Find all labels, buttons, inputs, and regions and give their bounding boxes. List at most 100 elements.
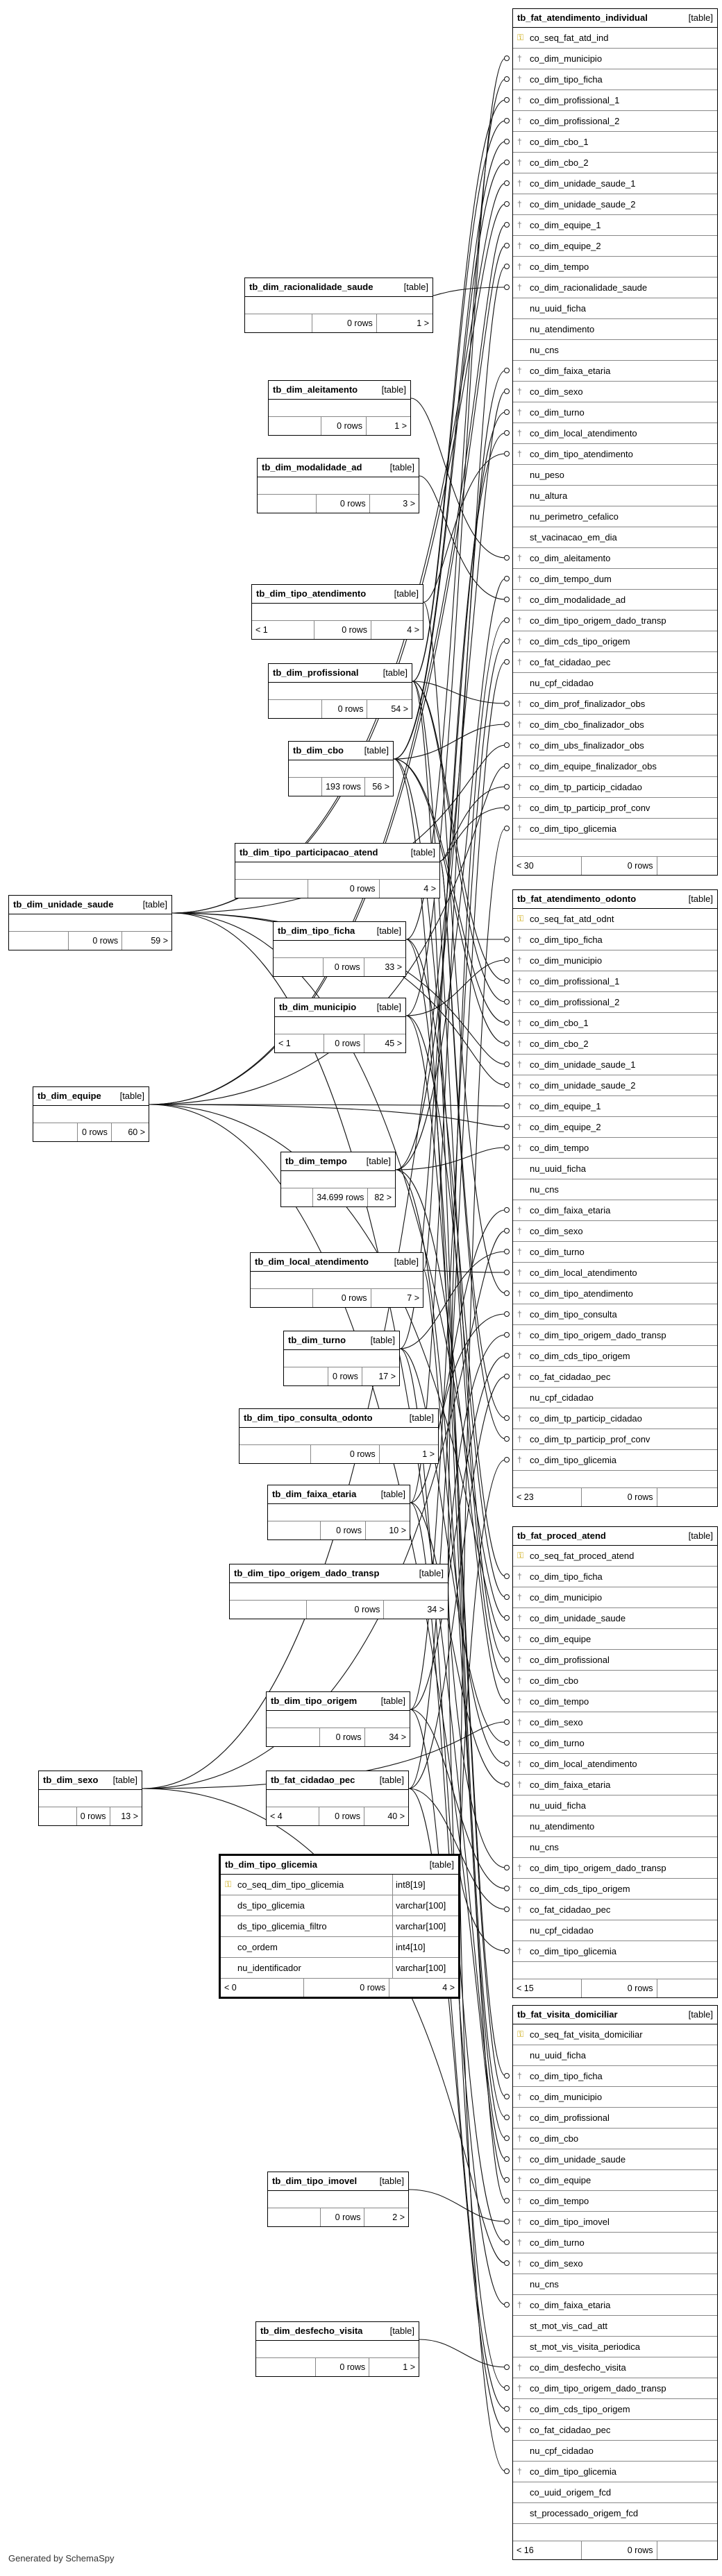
column-row[interactable]: †co_dim_cds_tipo_origem [513,631,717,652]
column-row[interactable]: nu_altura [513,486,717,506]
column-row[interactable]: nu_cpf_cidadao [513,2441,717,2462]
column-row[interactable]: †co_dim_equipe_finalizador_obs [513,756,717,777]
column-row[interactable]: †co_fat_cidadao_pec [513,1900,717,1920]
column-row[interactable]: †co_dim_turno [513,2233,717,2253]
column-row[interactable]: †co_dim_equipe [513,1629,717,1650]
column-row[interactable]: †co_dim_cbo_1 [513,1013,717,1034]
column-row[interactable]: nu_uuid_ficha [513,1795,717,1816]
table-tb-dim-tipo-consulta-odonto[interactable]: tb_dim_tipo_consulta_odonto[table]0 rows… [239,1408,439,1464]
column-row[interactable]: †co_dim_racionalidade_saude [513,278,717,298]
column-row[interactable]: †co_dim_cbo_2 [513,1034,717,1055]
column-row[interactable]: †co_dim_profissional_1 [513,971,717,992]
column-row[interactable]: nu_cpf_cidadao [513,673,717,694]
column-row[interactable]: †co_dim_local_atendimento [513,423,717,444]
column-row[interactable]: †co_dim_tipo_origem_dado_transp [513,2378,717,2399]
column-row[interactable]: †co_dim_tempo [513,1691,717,1712]
column-row[interactable]: nu_atendimento [513,1816,717,1837]
column-row[interactable]: †co_dim_tempo [513,1138,717,1159]
column-row[interactable]: †co_dim_tp_particip_prof_conv [513,1429,717,1450]
column-row[interactable]: †co_dim_equipe_1 [513,215,717,236]
table-tb-fat-proced-atend[interactable]: tb_fat_proced_atend[table] ⚿co_seq_fat_p… [512,1526,718,1998]
column-row[interactable]: †co_dim_tipo_glicemia [513,2462,717,2482]
column-row[interactable]: †co_dim_equipe [513,2170,717,2191]
column-row[interactable]: nu_cns [513,1179,717,1200]
column-row[interactable]: nu_cns [513,1837,717,1858]
column-row[interactable]: †co_dim_modalidade_ad [513,590,717,611]
column-row[interactable]: nu_uuid_ficha [513,1159,717,1179]
column-row[interactable]: †co_dim_unidade_saude_2 [513,194,717,215]
column-row[interactable]: †co_fat_cidadao_pec [513,1367,717,1388]
column-row[interactable]: †co_dim_local_atendimento [513,1263,717,1283]
table-tb-fat-atendimento-individual[interactable]: tb_fat_atendimento_individual[table] ⚿co… [512,8,718,876]
column-row[interactable]: ⚿co_seq_fat_visita_domiciliar [513,2024,717,2045]
column-row[interactable]: †co_dim_municipio [513,49,717,69]
column-row[interactable]: †co_dim_tipo_atendimento [513,1283,717,1304]
column-row[interactable]: st_mot_vis_cad_att [513,2316,717,2337]
column-row[interactable]: †co_dim_tipo_imovel [513,2212,717,2233]
table-tb-dim-tipo-glicemia[interactable]: tb_dim_tipo_glicemia[table] ⚿co_seq_dim_… [219,1854,460,1999]
column-row[interactable]: †co_dim_cds_tipo_origem [513,1346,717,1367]
column-row[interactable]: †co_dim_faixa_etaria [513,1200,717,1221]
column-row[interactable]: †co_dim_equipe_2 [513,236,717,257]
column-row[interactable]: †co_fat_cidadao_pec [513,652,717,673]
column-row[interactable]: nu_atendimento [513,319,717,340]
column-row[interactable]: †co_dim_unidade_saude_2 [513,1075,717,1096]
column-row[interactable]: †co_dim_tipo_ficha [513,930,717,950]
column-row[interactable]: ⚿co_seq_fat_atd_odnt [513,909,717,930]
table-tb-dim-tipo-participacao-atend[interactable]: tb_dim_tipo_participacao_atend[table]0 r… [235,843,440,898]
column-row[interactable]: †co_dim_turno [513,1733,717,1754]
column-row[interactable]: †co_dim_tempo [513,2191,717,2212]
column-row[interactable]: †co_dim_cds_tipo_origem [513,2399,717,2420]
table-tb-fat-visita-domiciliar[interactable]: tb_fat_visita_domiciliar[table] ⚿co_seq_… [512,2005,718,2560]
column-row[interactable]: co_uuid_origem_fcd [513,2482,717,2503]
column-row[interactable]: nu_cns [513,340,717,361]
column-row[interactable]: ⚿co_seq_fat_proced_atend [513,1546,717,1567]
table-tb-dim-tipo-origem-dado-transp[interactable]: tb_dim_tipo_origem_dado_transp[table]0 r… [229,1564,448,1619]
column-row[interactable]: st_mot_vis_visita_periodica [513,2337,717,2357]
column-row[interactable]: st_processado_origem_fcd [513,2503,717,2524]
column-row[interactable]: †co_dim_tp_particip_cidadao [513,777,717,798]
column-row[interactable]: nu_uuid_ficha [513,298,717,319]
column-row[interactable]: †co_dim_local_atendimento [513,1754,717,1775]
column-row[interactable]: †co_dim_faixa_etaria [513,2295,717,2316]
column-row[interactable]: †co_dim_turno [513,402,717,423]
column-row[interactable]: st_vacinacao_em_dia [513,527,717,548]
column-row[interactable]: †co_dim_tipo_ficha [513,2066,717,2087]
column-row[interactable]: †co_dim_profissional [513,2108,717,2129]
column-row[interactable]: †co_dim_desfecho_visita [513,2357,717,2378]
table-tb-fat-atendimento-odonto[interactable]: tb_fat_atendimento_odonto[table] ⚿co_seq… [512,889,718,1507]
column-row[interactable]: †co_dim_unidade_saude [513,2149,717,2170]
column-row[interactable]: †co_dim_municipio [513,2087,717,2108]
column-row[interactable]: †co_dim_ubs_finalizador_obs [513,735,717,756]
column-row[interactable]: †co_dim_aleitamento [513,548,717,569]
column-row[interactable]: †co_dim_tipo_atendimento [513,444,717,465]
column-row[interactable]: †co_dim_sexo [513,1712,717,1733]
column-row[interactable]: †co_dim_tipo_ficha [513,69,717,90]
column-row[interactable]: nu_perimetro_cefalico [513,506,717,527]
column-row[interactable]: †co_dim_profissional_2 [513,111,717,132]
column-row[interactable]: †co_dim_tempo [513,257,717,278]
column-row[interactable]: †co_dim_tipo_glicemia [513,1450,717,1471]
column-row[interactable]: †co_dim_tp_particip_prof_conv [513,798,717,819]
column-row[interactable]: nu_cns [513,2274,717,2295]
